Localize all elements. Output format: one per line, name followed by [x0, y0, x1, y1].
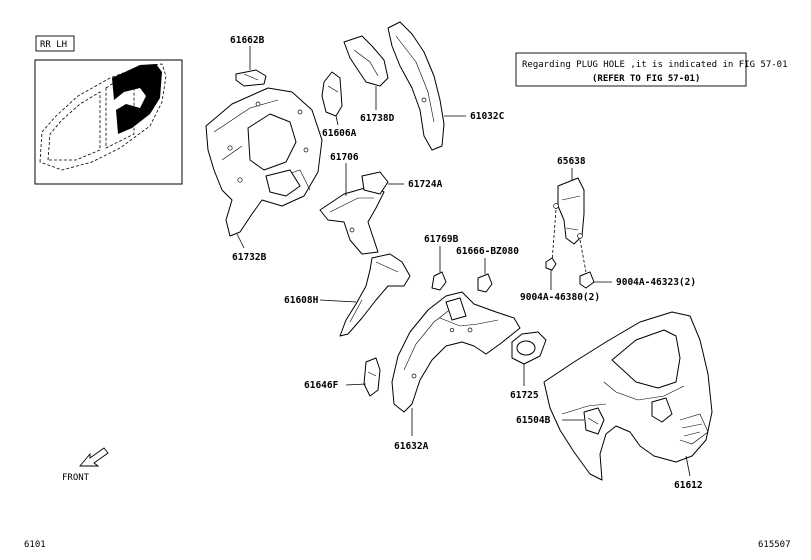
part-90004A-46380[interactable]: 9004A-46380(2)	[520, 257, 600, 303]
part-61606A[interactable]: 61606A	[321, 71, 357, 139]
locator-inset	[34, 59, 183, 185]
footer-right-code: 615507	[758, 540, 791, 550]
label-61732B: 61732B	[232, 252, 267, 263]
note-line-1: Regarding PLUG HOLE ,it is indicated in …	[522, 60, 788, 70]
part-61738D[interactable]: 61738D	[343, 35, 395, 124]
label-90004A-46323: 9004A-46323(2)	[616, 277, 696, 288]
part-61608H[interactable]: 61608H	[284, 253, 411, 337]
footer-left-code: 6101	[24, 540, 46, 550]
label-61738D: 61738D	[360, 113, 395, 124]
part-61732B[interactable]: 61732B	[205, 87, 323, 263]
part-61724A[interactable]: 61724A	[361, 171, 443, 195]
label-61662B: 61662B	[230, 35, 265, 46]
label-61032C: 61032C	[470, 111, 505, 122]
part-61706[interactable]: 61706	[319, 152, 385, 255]
part-61725[interactable]: 61725	[510, 331, 547, 401]
label-61646F: 61646F	[304, 380, 339, 391]
part-61666-BZ080[interactable]: 61666-BZ080	[456, 246, 519, 293]
label-61666-BZ080: 61666-BZ080	[456, 246, 519, 257]
label-61632A: 61632A	[394, 441, 429, 452]
label-61769B: 61769B	[424, 234, 459, 245]
label-65638: 65638	[557, 156, 586, 167]
label-61706: 61706	[330, 152, 359, 163]
part-65638[interactable]: 65638	[551, 156, 587, 273]
label-90004A-46380: 9004A-46380(2)	[520, 292, 600, 303]
view-tag-text: RR LH	[40, 40, 67, 50]
label-61606A: 61606A	[322, 128, 357, 139]
note-box: Regarding PLUG HOLE ,it is indicated in …	[515, 52, 788, 87]
label-61612: 61612	[674, 480, 703, 491]
part-61612[interactable]: 61612	[543, 311, 713, 491]
label-61504B: 61504B	[516, 415, 551, 426]
part-61769B[interactable]: 61769B	[424, 234, 459, 291]
part-90004A-46323[interactable]: 9004A-46323(2)	[579, 271, 696, 289]
part-61646F[interactable]: 61646F	[304, 357, 381, 397]
part-61632A[interactable]: 61632A	[391, 291, 521, 452]
part-61032C[interactable]: 61032C	[387, 21, 505, 151]
label-61608H: 61608H	[284, 295, 319, 306]
highlighted-area	[112, 64, 162, 134]
part-61504B[interactable]: 61504B	[516, 407, 605, 435]
part-61662B[interactable]: 61662B	[230, 35, 267, 87]
view-tag: RR LH	[35, 35, 75, 52]
front-arrow: FRONT	[62, 447, 109, 483]
front-label: FRONT	[62, 473, 90, 483]
note-line-2: (REFER TO FIG 57-01)	[592, 74, 700, 84]
label-61724A: 61724A	[408, 179, 443, 190]
label-61725: 61725	[510, 390, 539, 401]
front-arrow-icon	[79, 447, 109, 467]
